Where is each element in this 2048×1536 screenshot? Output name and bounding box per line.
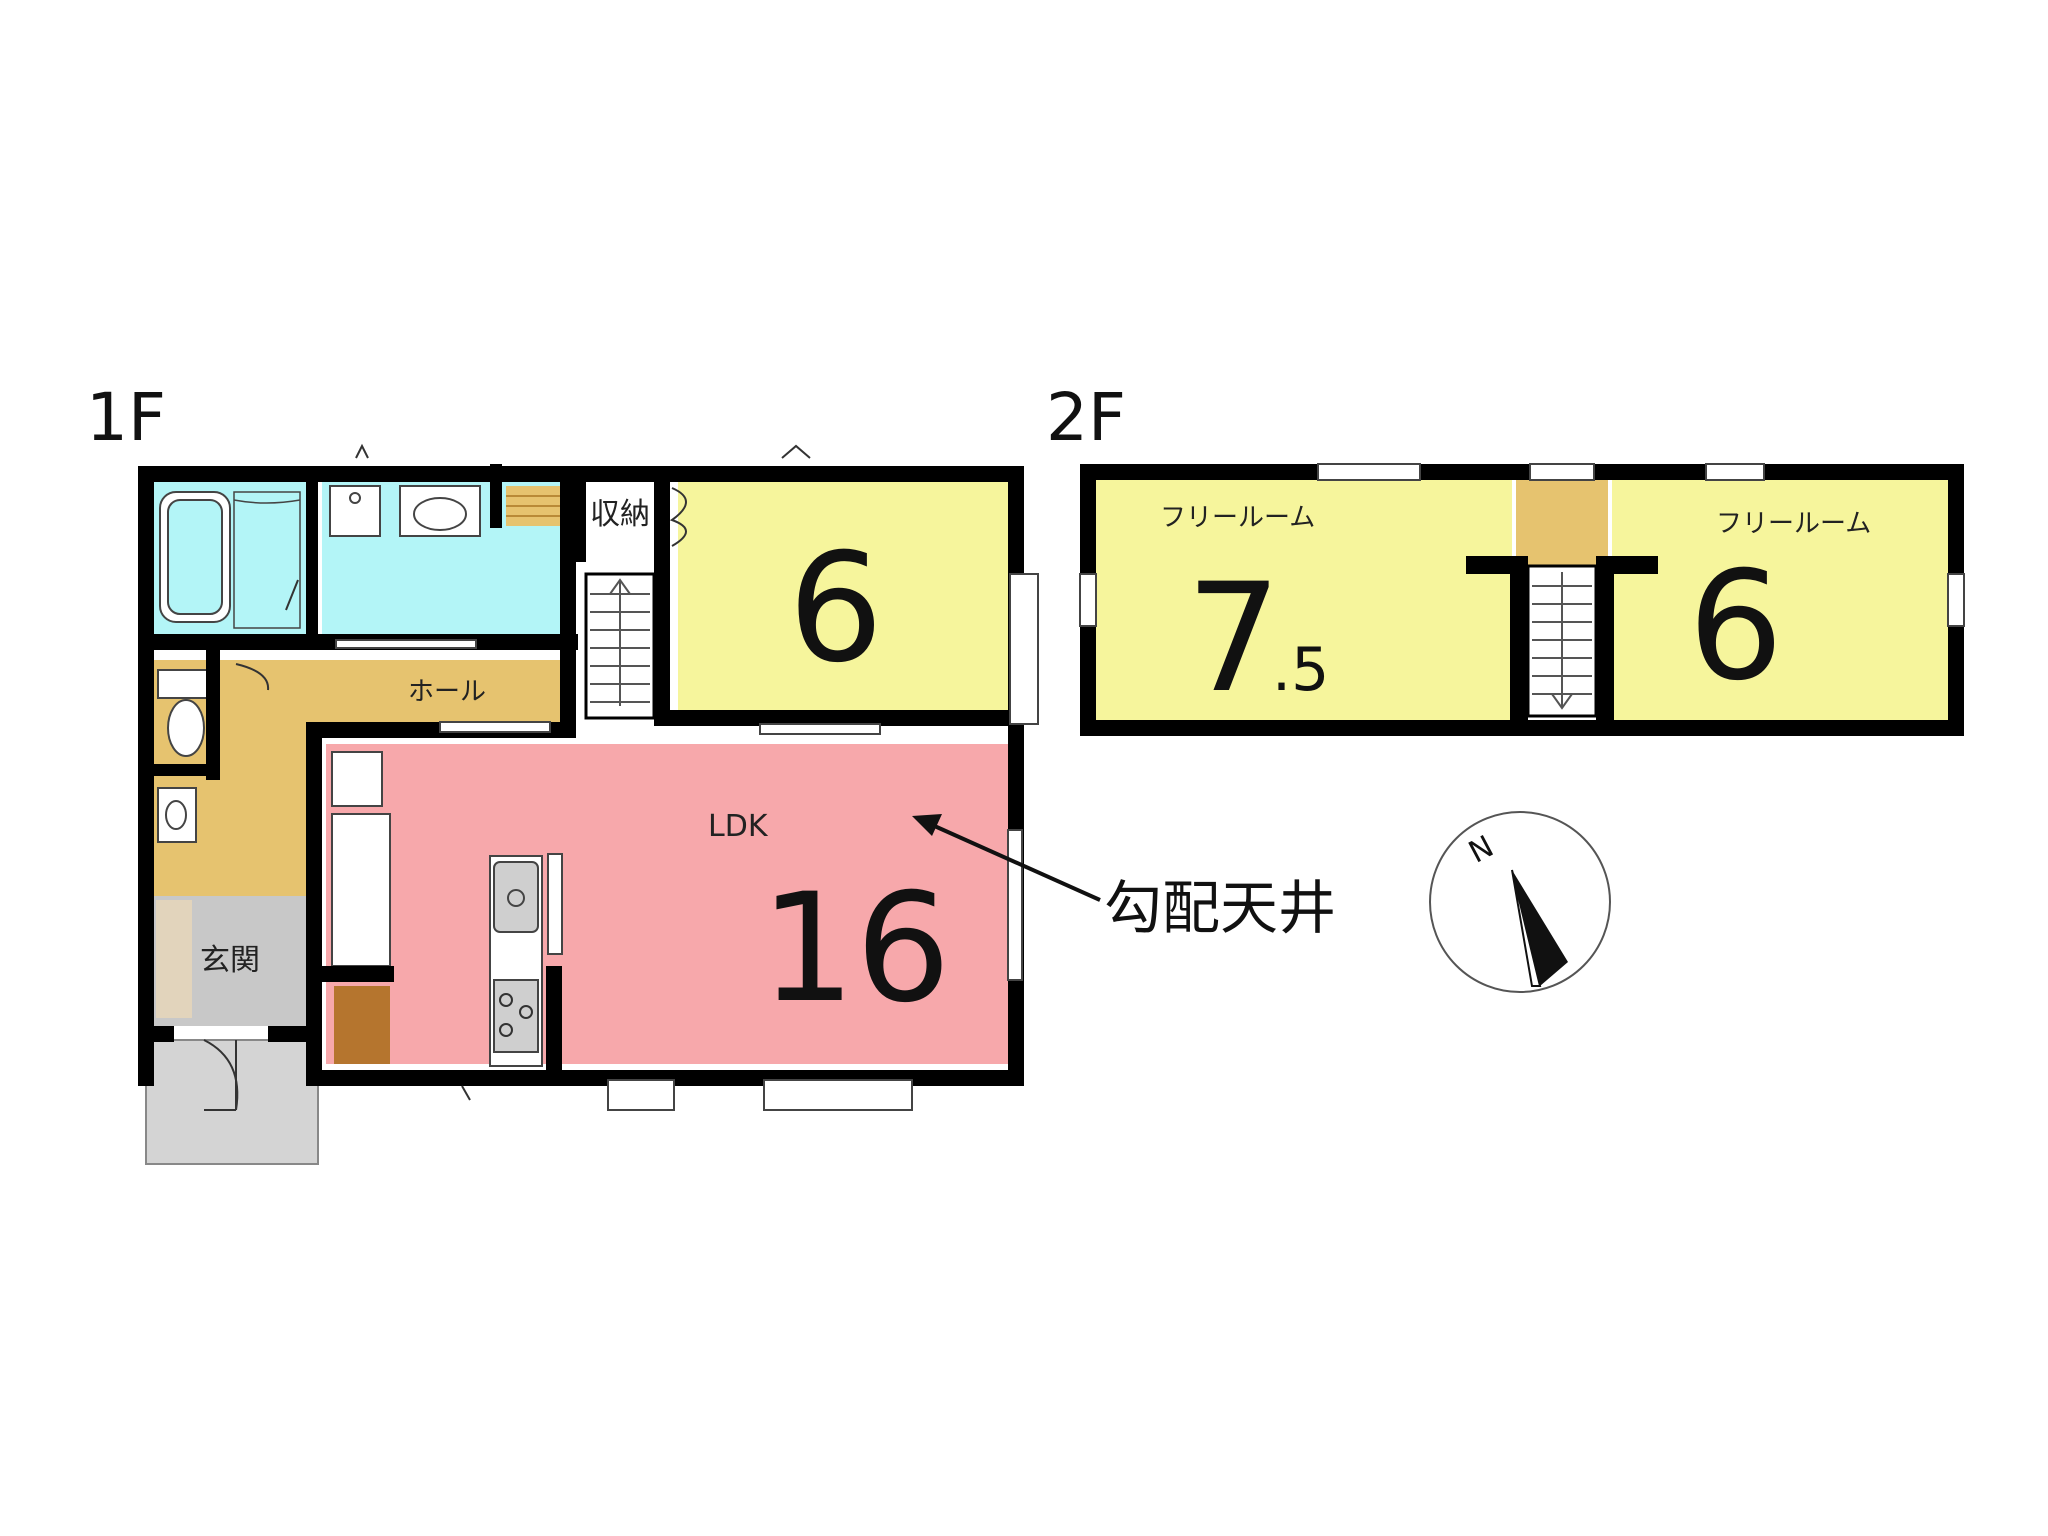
burner-1 bbox=[499, 993, 513, 1007]
toilet-bowl bbox=[167, 699, 205, 757]
entrance-porch bbox=[145, 1039, 319, 1165]
free-room-right-label: フリールーム bbox=[1716, 509, 1871, 539]
shelf-lines bbox=[506, 495, 564, 517]
floor-1-plan: 1F 収納 bbox=[86, 379, 1039, 1165]
burner-3 bbox=[499, 1023, 513, 1037]
windows-1f bbox=[335, 573, 1039, 1111]
bath-curtain bbox=[233, 499, 301, 504]
storage-shelf bbox=[334, 986, 390, 1064]
counter-side bbox=[547, 853, 563, 955]
sloped-ceiling-annotation: 勾配天井 bbox=[912, 814, 1336, 942]
free-room-left-size: 7 bbox=[1186, 552, 1281, 726]
hand-wash bbox=[157, 787, 197, 843]
stair-treads-2f bbox=[1532, 572, 1592, 710]
free-room-left-size-decimal: .5 bbox=[1272, 635, 1329, 705]
bedroom-6 bbox=[678, 480, 1008, 718]
bathtub-inner bbox=[167, 499, 223, 615]
storage-closet bbox=[582, 480, 668, 546]
ldk-label: LDK bbox=[708, 809, 769, 844]
compass-needle-icon bbox=[1512, 870, 1568, 986]
floor-2-plan: 2F bbox=[1046, 379, 1965, 736]
kitchen-sink bbox=[493, 861, 539, 933]
windows-2f bbox=[1079, 463, 1965, 627]
floor-1-label: 1F bbox=[86, 379, 166, 456]
burner-2 bbox=[519, 1005, 533, 1019]
free-room-right bbox=[1612, 480, 1950, 720]
free-room-left-label: フリールーム bbox=[1160, 503, 1315, 533]
hand-wash-bowl bbox=[165, 800, 187, 830]
bath-wash-area bbox=[233, 491, 301, 629]
entrance-step bbox=[156, 900, 192, 1018]
stair-landing-2f bbox=[1516, 480, 1608, 566]
washbasin-unit bbox=[329, 485, 381, 537]
annotation-arrow-head bbox=[912, 814, 942, 836]
toilet-tank bbox=[157, 669, 209, 699]
free-room-right-size: 6 bbox=[1688, 540, 1783, 714]
free-room-left bbox=[1096, 480, 1512, 720]
cupboard bbox=[331, 813, 391, 967]
hall-label: ホール bbox=[408, 677, 486, 707]
ldk-size: 16 bbox=[760, 862, 951, 1036]
entrance-label: 玄関 bbox=[200, 943, 260, 978]
annotation-arrow-line bbox=[929, 822, 1101, 902]
storage-label: 収納 bbox=[590, 497, 650, 532]
bedroom-1f-size: 6 bbox=[788, 522, 883, 696]
floor-2-label: 2F bbox=[1046, 379, 1126, 456]
stair-treads-1f bbox=[590, 578, 650, 706]
sink-drain bbox=[507, 889, 525, 907]
washbasin-drain bbox=[349, 492, 361, 504]
storage-door-swing bbox=[669, 487, 687, 547]
sloped-ceiling-label: 勾配天井 bbox=[1104, 874, 1336, 942]
toilet-bowl-upper bbox=[413, 497, 467, 531]
doors-1f bbox=[203, 443, 811, 1111]
ldk-room bbox=[326, 744, 1008, 1064]
compass-needle-light bbox=[1511, 869, 1542, 987]
fridge-space bbox=[331, 751, 383, 807]
compass: N bbox=[1429, 811, 1611, 993]
hall-area bbox=[148, 660, 562, 900]
